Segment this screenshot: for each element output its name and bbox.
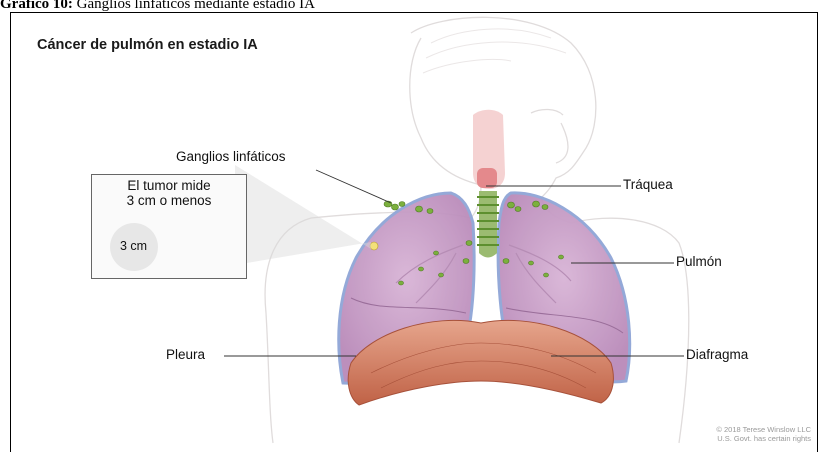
inset-line-2: 3 cm o menos <box>92 193 246 208</box>
copyright-notice: © 2018 Terese Winslow LLC U.S. Govt. has… <box>651 425 811 443</box>
diagram-title: Cáncer de pulmón en estadio IA <box>37 37 258 53</box>
label-lung: Pulmón <box>676 254 722 269</box>
label-pleura: Pleura <box>166 347 205 362</box>
figure-caption: Gráfico 10: Ganglios linfáticos mediante… <box>0 0 829 12</box>
tumor <box>370 242 378 250</box>
label-diaphragm: Diafragma <box>686 347 748 362</box>
label-trachea: Tráquea <box>623 177 673 192</box>
label-lymph-nodes: Ganglios linfáticos <box>176 149 286 164</box>
illustration-frame: Cáncer de pulmón en estadio IA Ganglios … <box>10 12 818 452</box>
copyright-line-1: © 2018 Terese Winslow LLC <box>651 425 811 434</box>
caption-text: Ganglios linfáticos mediante estadio IA <box>73 0 315 12</box>
hair-outline <box>423 29 566 73</box>
copyright-line-2: U.S. Govt. has certain rights <box>651 434 811 443</box>
inset-text: El tumor mide 3 cm o menos <box>92 178 246 208</box>
caption-label: Gráfico 10: <box>0 0 73 12</box>
tumor-size-inset: El tumor mide 3 cm o menos 3 cm <box>91 174 247 279</box>
inset-size-label: 3 cm <box>120 239 147 253</box>
inset-line-1: El tumor mide <box>92 178 246 193</box>
